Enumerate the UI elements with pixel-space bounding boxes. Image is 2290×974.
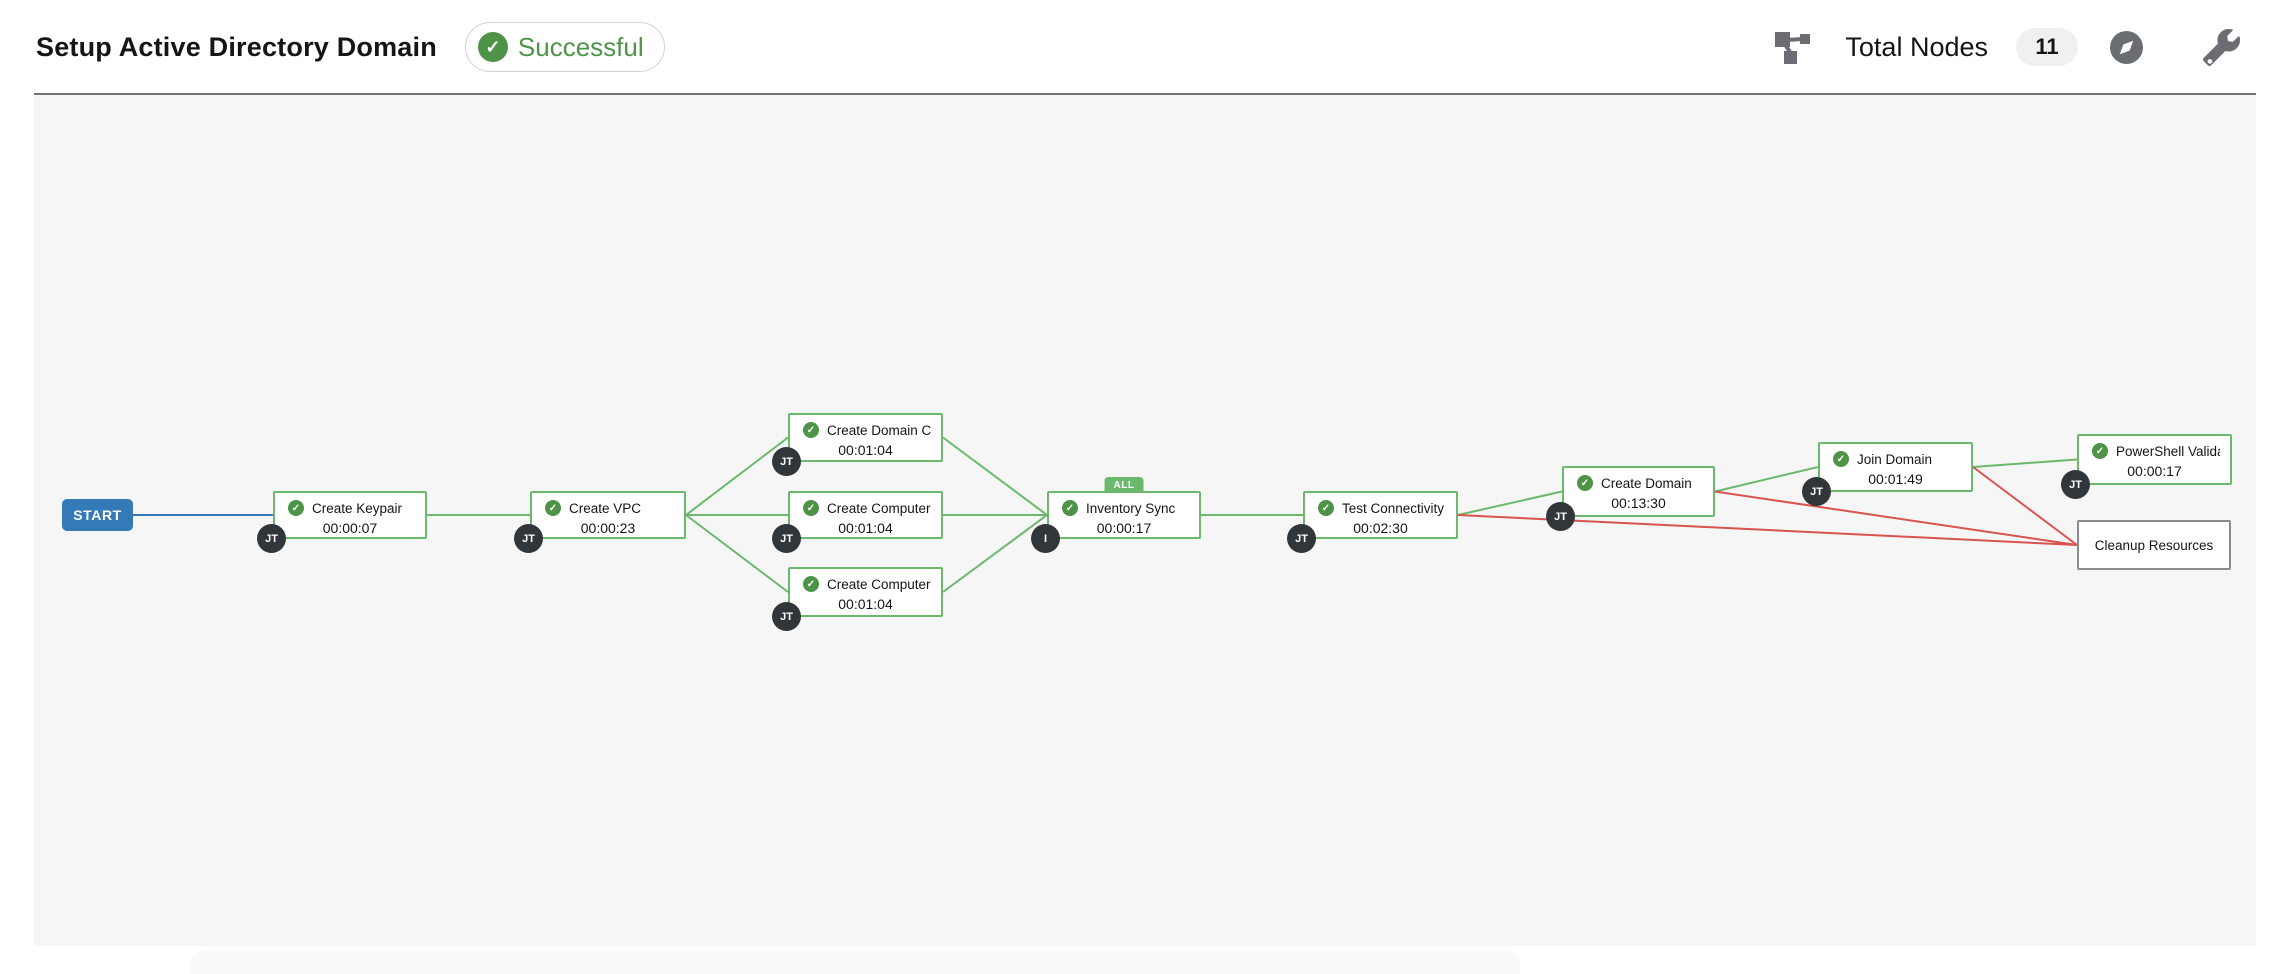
success-check-icon: ✓ [545,500,561,516]
workflow-topology-icon [1774,31,1811,64]
link-create-vpc-to-create-computer-2 [685,514,789,593]
link-join-domain-to-powershell-validation [1972,458,2078,468]
node-elapsed-time: 00:01:04 [838,520,893,536]
node-label: Create Computer (1) [827,500,931,516]
job-template-badge: JT [772,602,801,631]
node-title-row: ✓ Create VPC [532,493,684,516]
node-title-row: ✓ PowerShell Validation [2079,436,2230,459]
workflow-node-create-keypair[interactable]: ✓ Create Keypair 00:00:07 JT [257,491,427,553]
node-label: Create Domain [1601,475,1692,491]
node-label: Inventory Sync [1086,500,1176,516]
node-title-row: ✓ Create Computer (1) [790,493,941,516]
convergence-badge: ALL [1104,477,1144,493]
success-check-icon: ✓ [477,32,508,62]
total-nodes-label: Total Nodes [1845,31,1988,62]
node-label: Test Connectivity [1342,500,1445,516]
link-create-vpc-to-create-domain-controller [685,436,789,516]
status-badge[interactable]: ✓ Successful [464,22,665,72]
node-title-row: ✓ Test Connectivity [1305,493,1456,516]
inventory-source-badge: I [1031,524,1060,553]
workflow-node-inventory-sync[interactable]: ALL ✓ Inventory Sync 00:00:17 I [1031,477,1201,553]
node-label: Cleanup Resources [2094,537,2214,553]
node-title-row: ✓ Inventory Sync [1049,493,1199,516]
link-create-domain-controller-to-inventory-sync [942,436,1048,516]
link-test-connectivity-to-create-domain [1457,490,1563,516]
legend-button[interactable] [2110,30,2143,64]
node-elapsed-time: 00:00:23 [580,520,636,536]
workflow-node-create-computer-1[interactable]: ✓ Create Computer (1) 00:01:04 JT [772,491,943,553]
job-template-badge: JT [772,447,801,476]
workflow-node-cleanup-resources[interactable]: Cleanup Resources [2077,520,2231,570]
node-elapsed-time: 00:13:30 [1611,495,1666,511]
success-check-icon: ✓ [1577,475,1593,491]
node-label: PowerShell Validation [2116,443,2220,459]
legend-panel-peek [190,951,1520,974]
workflow-node-create-vpc[interactable]: ✓ Create VPC 00:00:23 JT [514,491,686,553]
job-template-badge: JT [772,524,801,553]
header-toolbar: Total Nodes 11 [1774,0,2290,94]
status-badge-label: Successful [517,31,644,62]
success-check-icon: ✓ [1833,451,1849,467]
workflow-node-powershell-validation[interactable]: ✓ PowerShell Validation 00:00:17 JT [2061,434,2232,499]
workflow-node-create-domain-controller[interactable]: ✓ Create Domain Contr... 00:01:04 JT [772,413,943,476]
node-elapsed-time: 00:00:07 [322,520,378,536]
workflow-node-test-connectivity[interactable]: ✓ Test Connectivity 00:02:30 JT [1287,491,1458,553]
success-check-icon: ✓ [2092,443,2108,459]
node-title-row: Cleanup Resources [2079,522,2229,568]
node-elapsed-time: 00:02:30 [1353,520,1408,536]
link-create-computer-2-to-inventory-sync [942,514,1048,593]
link-create-domain-to-cleanup-resources [1714,490,2078,546]
node-title-row: ✓ Create Computer (2) [790,569,941,592]
node-label: Create Computer (2) [827,576,931,592]
node-title-row: ✓ Join Domain [1820,444,1971,467]
success-check-icon: ✓ [803,500,819,516]
success-check-icon: ✓ [803,576,819,592]
page-title: Setup Active Directory Domain [36,31,437,62]
node-elapsed-time: 00:00:17 [2127,463,2182,479]
tools-button[interactable] [2203,28,2240,66]
node-label: Join Domain [1857,451,1933,467]
workflow-node-create-domain[interactable]: ✓ Create Domain 00:13:30 JT [1546,466,1715,531]
node-label: Create Domain Contr... [827,422,931,438]
workflow-node-join-domain[interactable]: ✓ Join Domain 00:01:49 JT [1802,442,1973,506]
node-elapsed-time: 00:00:17 [1096,520,1152,536]
workflow-node-create-computer-2[interactable]: ✓ Create Computer (2) 00:01:04 JT [772,567,943,631]
start-node[interactable]: START [62,499,133,531]
header-divider [34,93,2256,95]
job-template-badge: JT [2061,470,2090,499]
success-check-icon: ✓ [288,500,304,516]
node-label: Create Keypair [312,500,403,516]
job-template-badge: JT [257,524,286,553]
success-check-icon: ✓ [1318,500,1334,516]
node-title-row: ✓ Create Domain [1564,468,1713,491]
workflow-links [133,436,2078,593]
compass-icon [2110,30,2143,64]
node-label: Create VPC [569,500,642,516]
job-template-badge: JT [1802,477,1831,506]
success-check-icon: ✓ [1062,500,1078,516]
node-elapsed-time: 00:01:49 [1868,471,1923,487]
total-nodes-count: 11 [2016,28,2078,66]
workflow-header: Setup Active Directory Domain ✓ Successf… [0,0,2290,94]
node-elapsed-time: 00:01:04 [838,596,893,612]
job-template-badge: JT [514,524,543,553]
wrench-icon [2203,28,2240,66]
node-title-row: ✓ Create Keypair [275,493,425,516]
node-elapsed-time: 00:01:04 [838,442,893,458]
link-join-domain-to-cleanup-resources [1972,466,2078,546]
job-template-badge: JT [1287,524,1316,553]
link-create-domain-to-join-domain [1714,466,1819,493]
node-title-row: ✓ Create Domain Contr... [790,415,941,438]
job-template-badge: JT [1546,502,1575,531]
success-check-icon: ✓ [803,422,819,438]
